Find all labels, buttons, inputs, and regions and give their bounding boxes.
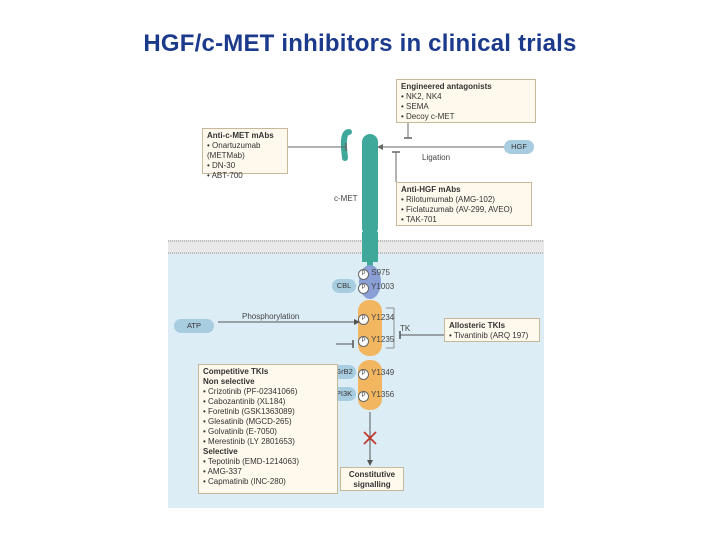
tk-label: TK <box>400 324 411 333</box>
phospho-icon: P <box>358 336 369 347</box>
constitutive-signalling-box: Constitutive signalling <box>340 467 404 491</box>
engineered-antagonists-box: Engineered antagonists NK2, NK4 SEMA Dec… <box>396 79 536 123</box>
transmembrane-segment <box>367 252 373 268</box>
blocked-signal-icon <box>363 431 377 445</box>
site-y1356: P Y1356 <box>358 390 394 402</box>
page-title: HGF/c‑MET inhibitors in clinical trials <box>143 30 577 57</box>
list-item: TAK-701 <box>401 215 527 225</box>
competitive-tkis-box: Competitive TKIs Non selective Crizotini… <box>198 364 338 494</box>
competitive-inhibit-line <box>336 340 354 348</box>
signalling-arrow <box>367 412 373 466</box>
phospho-icon: P <box>358 369 369 380</box>
atp-pill: ATP <box>174 319 214 333</box>
anti-met-inhibit-line <box>288 143 347 151</box>
met-pathway-figure: HGF Ligation c-MET Engineered antagonist… <box>168 79 544 508</box>
nonselective-heading: Non selective <box>203 377 255 386</box>
list-item: Tivantinib (ARQ 197) <box>449 331 535 341</box>
list-item: AMG-337 <box>203 467 333 477</box>
cmet-receptor-extracellular <box>340 129 378 262</box>
list-item: Tepotinib (EMD-1214063) <box>203 457 333 467</box>
anti-met-mabs-box: Anti-c-MET mAbs Onartuzumab (METMab) DN-… <box>202 128 288 180</box>
phospho-icon: P <box>358 283 369 294</box>
engineered-heading: Engineered antagonists <box>401 82 492 91</box>
list-item: Merestinib (LY 2801653) <box>203 437 333 447</box>
kinase-domain <box>358 300 382 356</box>
constitutive-label: Constitutive signalling <box>348 470 396 489</box>
list-item: DN-30 <box>207 161 283 171</box>
pi3k-adaptor: PI3K <box>332 387 356 401</box>
ligation-label: Ligation <box>422 153 451 162</box>
cell-membrane <box>168 240 544 254</box>
list-item: Cabozantinib (XL184) <box>203 397 333 407</box>
phosphorylation-arrow <box>218 319 360 325</box>
cmet-label: c-MET <box>334 194 358 203</box>
hgf-ligand: HGF <box>504 140 534 154</box>
site-s975: P S975 <box>358 268 390 280</box>
anti-hgf-inhibit-line <box>392 151 400 182</box>
list-item: Decoy c-MET <box>401 112 531 122</box>
list-item: Golvatinib (E-7050) <box>203 427 333 437</box>
list-item: Onartuzumab (METMab) <box>207 141 283 161</box>
cbl-adaptor: CBL <box>332 279 356 293</box>
engineered-inhibit-line <box>404 122 412 139</box>
phosphorylation-label: Phosphorylation <box>242 312 300 321</box>
list-item: Crizotinib (PF-02341066) <box>203 387 333 397</box>
list-item: Foretinib (GSK1363089) <box>203 407 333 417</box>
site-y1234: P Y1234 <box>358 313 394 325</box>
anti-hgf-mabs-box: Anti-HGF mAbs Rilotumumab (AMG-102) Ficl… <box>396 182 532 226</box>
anti-met-heading: Anti-c-MET mAbs <box>207 131 274 140</box>
site-y1349: P Y1349 <box>358 368 394 380</box>
ligation-arrow <box>377 144 506 150</box>
phospho-icon: P <box>358 314 369 325</box>
grb2-adaptor: GrB2 <box>332 365 356 379</box>
phospho-icon: P <box>358 269 369 280</box>
list-item: SEMA <box>401 102 531 112</box>
list-item: NK2, NK4 <box>401 92 531 102</box>
phospho-icon: P <box>358 391 369 402</box>
allosteric-heading: Allosteric TKIs <box>449 321 506 330</box>
list-item: Capmatinib (INC-280) <box>203 477 333 487</box>
allosteric-inhibit-line <box>386 307 445 349</box>
selective-heading: Selective <box>203 447 238 456</box>
competitive-heading: Competitive TKIs <box>203 367 269 376</box>
allosteric-tkis-box: Allosteric TKIs Tivantinib (ARQ 197) <box>444 318 540 342</box>
anti-hgf-heading: Anti-HGF mAbs <box>401 185 461 194</box>
list-item: Rilotumumab (AMG-102) <box>401 195 527 205</box>
list-item: Ficlatuzumab (AV-299, AVEO) <box>401 205 527 215</box>
list-item: ABT-700 <box>207 171 283 181</box>
site-y1003: P Y1003 <box>358 282 394 294</box>
list-item: Glesatinib (MGCD-265) <box>203 417 333 427</box>
site-y1235: P Y1235 <box>358 335 394 347</box>
